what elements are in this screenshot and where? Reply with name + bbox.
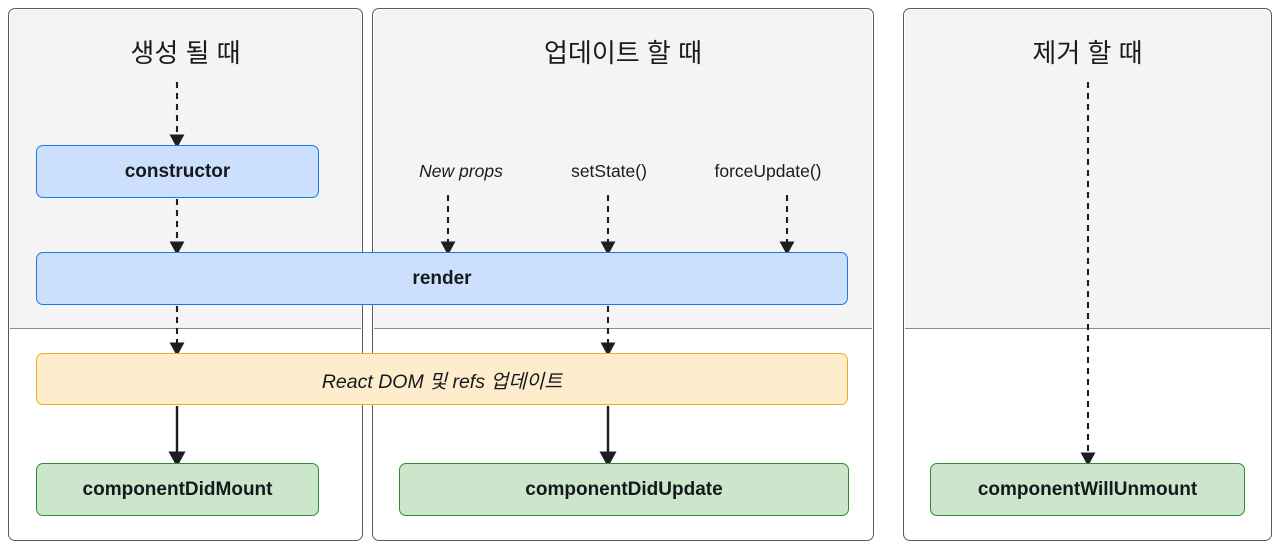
- node-constructor[interactable]: constructor: [36, 145, 319, 198]
- phase-divider-mounting: [9, 327, 361, 329]
- trigger-label-set-state: setState(): [571, 161, 647, 181]
- node-component-did-update[interactable]: componentDidUpdate: [399, 463, 849, 516]
- node-component-did-mount[interactable]: componentDidMount: [36, 463, 319, 516]
- trigger-label-new-props: New props: [419, 161, 503, 181]
- node-component-will-unmount[interactable]: componentWillUnmount: [930, 463, 1245, 516]
- panel-title-mounting: 생성 될 때: [130, 38, 241, 68]
- panel-title-updating: 업데이트 할 때: [544, 38, 702, 68]
- panel-title-unmounting: 제거 할 때: [1032, 38, 1143, 68]
- phase-divider-updating: [373, 327, 872, 329]
- trigger-label-force-update: forceUpdate(): [714, 161, 822, 181]
- node-render[interactable]: render: [36, 252, 848, 305]
- panel-unmounting: [903, 8, 1272, 541]
- node-react-dom-and-refs-update[interactable]: React DOM 및 refs 업데이트: [36, 353, 848, 405]
